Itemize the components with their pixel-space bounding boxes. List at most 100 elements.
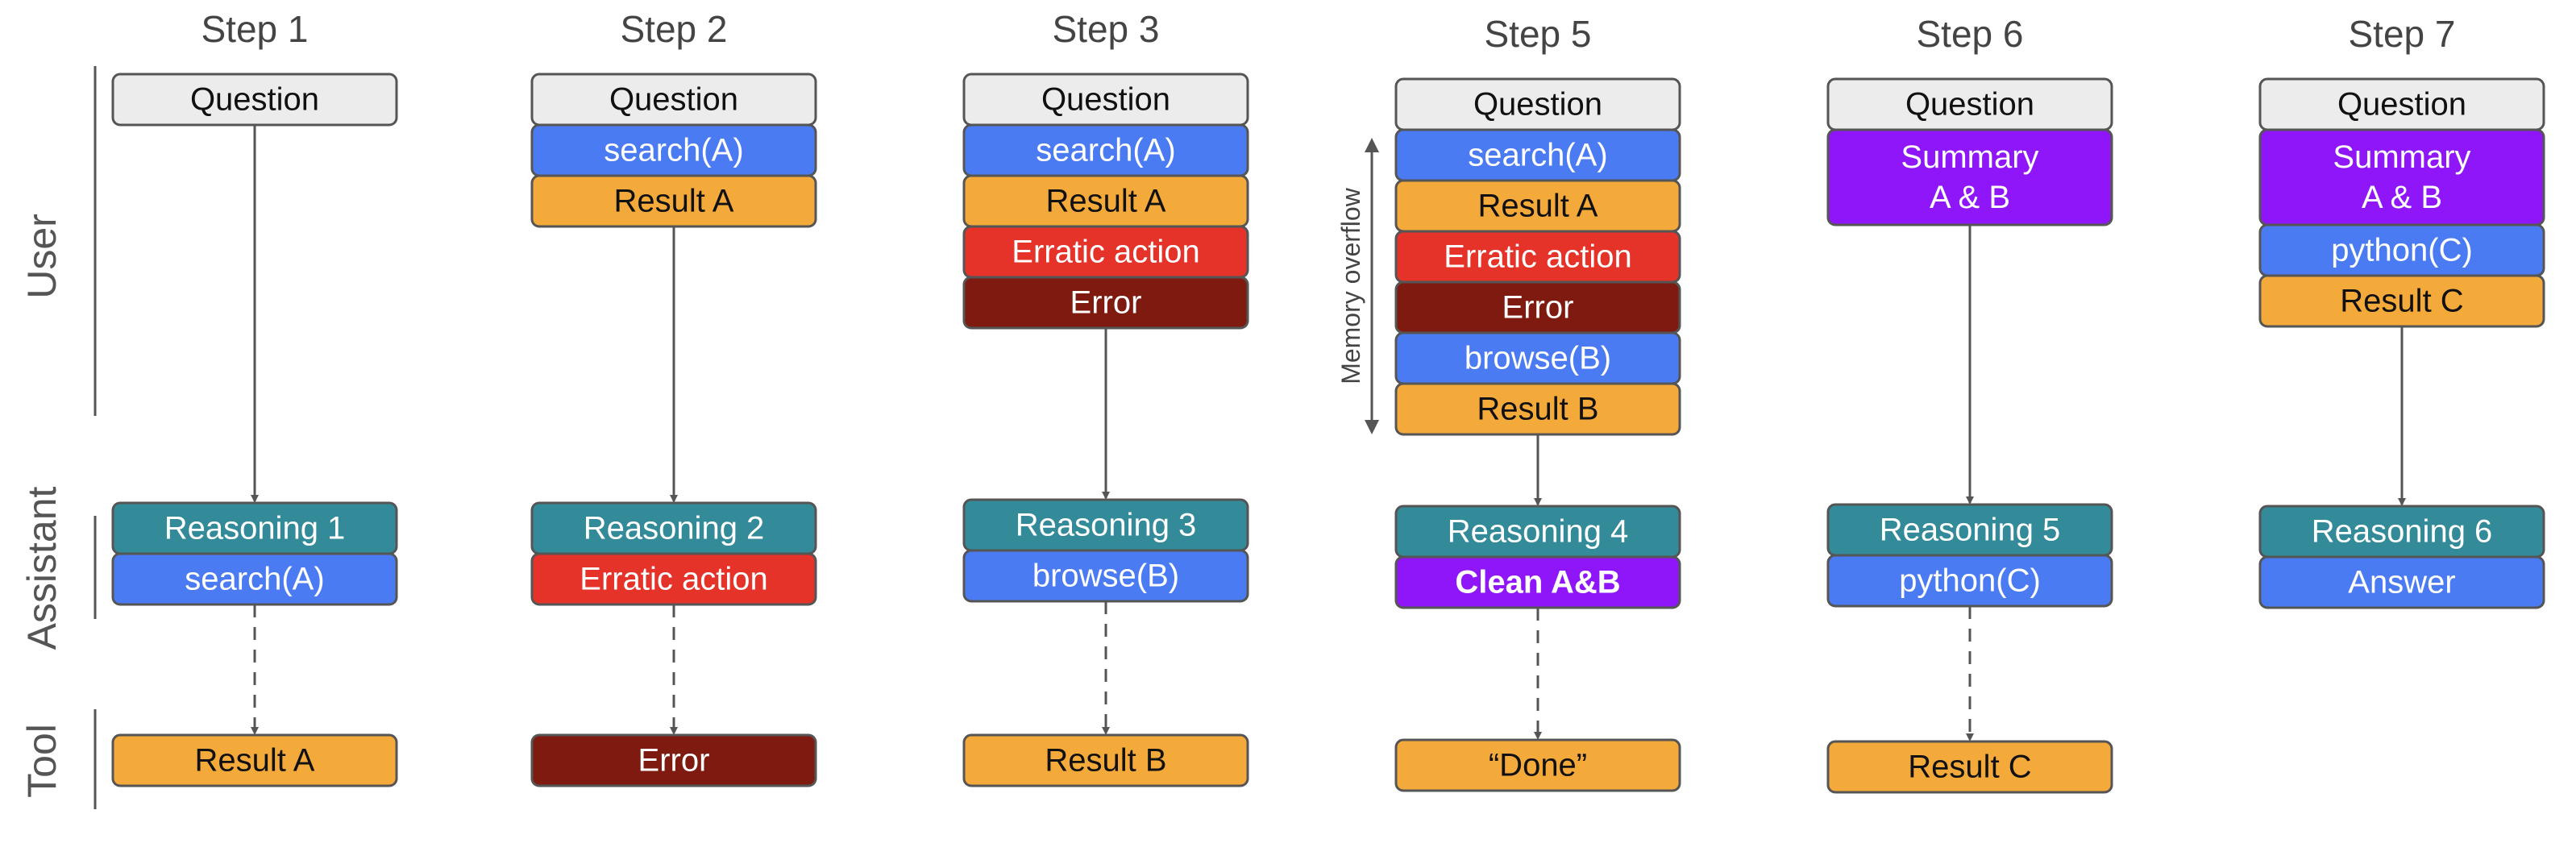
user-block-call-label: search(A) [604,133,743,168]
user-block-result-label: Result A [1478,189,1598,224]
user-block-call: search(A) [530,123,817,177]
user-block-result: Result A [962,174,1249,228]
tool-block-result-label: Result A [195,743,315,779]
assistant-block-reasoning-label: Reasoning 3 [1016,508,1197,543]
tool-block-error-label: Error [638,743,710,779]
user-block-call-label: search(A) [1468,138,1607,173]
assistant-block-summary: Clean A&B [1394,555,1681,609]
user-block-error-label: Error [1502,290,1574,326]
assistant-block-call-label: search(A) [185,562,324,597]
user-block-question: Question [1826,77,2113,131]
user-block-erratic: Erratic action [1394,230,1681,284]
assistant-block-call: search(A) [111,552,398,606]
user-block-call-label: browse(B) [1465,341,1611,376]
user-block-call: search(A) [1394,128,1681,182]
user-block-question: Question [2258,77,2545,131]
user-block-question: Question [530,73,817,127]
user-block-call: browse(B) [1394,331,1681,385]
user-block-question-label: Question [1041,82,1170,118]
step-title: Step 2 [621,8,728,50]
user-block-question-label: Question [609,82,738,118]
assistant-block-reasoning-label: Reasoning 4 [1448,514,1629,550]
tool-block-result-shape [1394,738,1681,792]
user-block-call-label: python(C) [2331,233,2473,268]
user-block-summary-label: Summary [1901,139,2038,175]
user-block-erratic-label: Erratic action [1012,235,1199,270]
user-block-call-label: search(A) [1036,133,1175,168]
user-block-result: Result C [2258,274,2545,328]
tool-block-result-label: Result C [1908,750,2031,785]
user-block-question-label: Question [1473,87,1602,123]
assistant-block-reasoning-label: Reasoning 1 [164,511,346,546]
assistant-block-call: Answer [2258,555,2545,609]
assistant-block-summary-label: Clean A&B [1455,565,1620,600]
user-block-summary: Summary A & B [2258,128,2545,226]
row-label-assistant: Assistant [19,486,64,650]
tool-block-result-shape [111,733,398,787]
step-title: Step 6 [1917,13,2024,55]
user-block-summary-label: A & B [1930,180,2010,215]
user-block-question: Question [1394,77,1681,131]
user-block-call: python(C) [2258,223,2545,277]
user-block-result-label: Result A [614,184,734,219]
user-block-result-label: Result C [2340,284,2463,319]
assistant-block-erratic-label: Erratic action [580,562,767,597]
assistant-block-reasoning: Reasoning 1 [111,501,398,555]
step-title: Step 5 [1485,13,1592,55]
assistant-block-reasoning: Reasoning 3 [962,498,1249,552]
step-column-3: Step 3 Question search(A) Result A Erratic a… [962,8,1249,787]
user-block-error: Error [1394,280,1681,334]
user-block-question-label: Question [190,82,319,118]
step-title: Step 7 [2349,13,2456,55]
user-block-question: Question [111,73,398,127]
user-block-result-label: Result A [1046,184,1166,219]
assistant-block-reasoning-label: Reasoning 5 [1880,513,2061,548]
tool-block-result: Result A [111,733,398,787]
tool-block-error-shape [530,733,817,787]
tool-block-result-label: Result B [1045,743,1166,779]
tool-block-result-shape [1826,740,2113,794]
memory-overflow-arrowhead-up [1365,138,1379,152]
user-block-summary: Summary A & B [1826,128,2113,226]
user-block-error: Error [962,276,1249,330]
assistant-block-reasoning-label: Reasoning 2 [584,511,765,546]
tool-block-error: Error [530,733,817,787]
assistant-block-call-label: Answer [2348,565,2455,600]
step-column-2: Step 2 Question search(A) Result A Reasoning… [530,8,817,787]
user-block-result-label: Result B [1477,392,1598,427]
assistant-block-call-label: browse(B) [1032,559,1179,594]
memory-overflow-arrowhead-down [1365,420,1379,434]
tool-block-result-label: “Done” [1489,748,1587,783]
step-column-4: Step 5 Question search(A) Result A Erratic a… [1336,13,1681,792]
user-block-summary-label: Summary [2333,139,2470,175]
user-block-error-label: Error [1070,285,1142,321]
assistant-block-call: python(C) [1826,554,2113,608]
tool-block-result: “Done” [1394,738,1681,792]
user-block-result: Result B [1394,382,1681,436]
user-block-erratic-label: Erratic action [1444,239,1631,275]
user-block-erratic: Erratic action [962,225,1249,279]
assistant-block-reasoning-label: Reasoning 6 [2312,514,2493,550]
user-block-result: Result A [530,174,817,228]
tool-block-result: Result C [1826,740,2113,794]
assistant-block-call-shape [2258,555,2545,609]
assistant-block-reasoning: Reasoning 2 [530,501,817,555]
row-label-user: User [19,214,64,299]
user-block-summary-label: A & B [2362,180,2442,215]
assistant-block-erratic: Erratic action [530,552,817,606]
user-block-question-label: Question [2337,87,2466,123]
user-block-question-label: Question [1905,87,2034,123]
tool-block-result: Result B [962,733,1249,787]
user-block-call: search(A) [962,123,1249,177]
tool-block-result-shape [962,733,1249,787]
memory-overflow-label: Memory overflow [1336,187,1365,384]
assistant-block-call-label: python(C) [1899,563,2041,599]
user-block-result: Result A [1394,179,1681,233]
step-title: Step 3 [1053,8,1160,50]
assistant-block-reasoning: Reasoning 4 [1394,505,1681,559]
row-label-tool: Tool [19,724,64,798]
user-block-question: Question [962,73,1249,127]
